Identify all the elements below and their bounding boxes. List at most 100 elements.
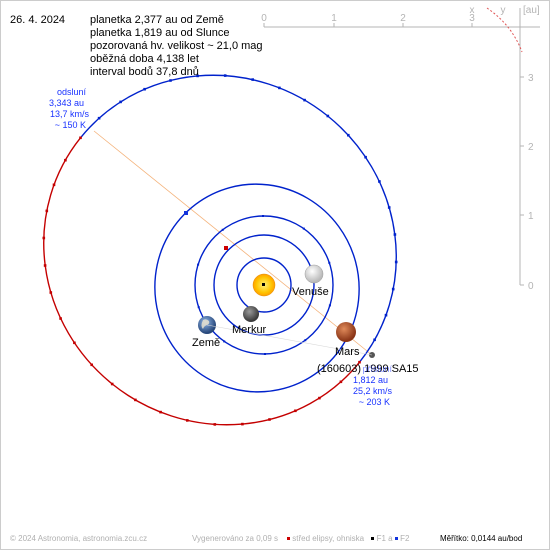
axes	[263, 8, 540, 286]
x-tick-label-2: 2	[400, 13, 406, 24]
orbit-point-marker	[303, 98, 306, 102]
orbit-points	[42, 74, 398, 426]
asteroid-orbit-front	[43, 137, 361, 426]
legend-f1-marker-icon	[371, 537, 375, 541]
legend-f1-label: F1	[376, 534, 386, 543]
orbit-point-marker	[223, 74, 227, 77]
sun-center-marker	[262, 283, 265, 286]
legend-a-label: a	[388, 534, 393, 543]
earth-orbit-point-marker	[302, 227, 305, 230]
y-axis-letter: y	[501, 5, 506, 16]
orbit-point-marker	[251, 78, 254, 81]
orbit-point-marker	[52, 183, 56, 187]
orbit-point-marker	[318, 396, 321, 400]
earth-land-shape	[201, 319, 210, 329]
footer-scale: Měřítko: 0,0144 au/bod	[440, 534, 523, 543]
orbit-point-marker	[326, 114, 330, 118]
earth-orbit-point-marker	[328, 261, 331, 264]
earth-orbit-point-marker	[328, 304, 331, 307]
orbit-point-marker	[159, 410, 162, 414]
mars-orbit	[154, 183, 360, 393]
earth-orbit-point-marker	[197, 306, 200, 309]
orbit-point-marker	[186, 419, 189, 422]
mercury-icon	[243, 306, 259, 322]
orbit-point-marker	[394, 260, 398, 264]
earth-orbit-point-marker	[264, 353, 266, 355]
info-line-interval: interval bodů 37,8 dnů	[90, 66, 199, 78]
info-line-earth-distance: planetka 2,377 au od Země	[90, 14, 224, 26]
info-line-period: oběžná doba 4,138 let	[90, 53, 199, 65]
footer-copyright[interactable]: © 2024 Astronomia, astronomia.zcu.cz	[10, 534, 148, 543]
info-panel: planetka 2,377 au od Země planetka 1,819…	[90, 14, 263, 79]
earth-orbit-point-marker	[223, 340, 226, 343]
orbit-point-marker	[90, 363, 93, 367]
footer-legend: střed elipsy, ohniska F1 a F2	[287, 534, 409, 543]
ellipse-center-marker	[224, 246, 228, 250]
perihelion-speed: 25,2 km/s	[353, 386, 393, 396]
orbit-point-marker	[64, 158, 67, 162]
orbit-point-marker	[373, 338, 376, 342]
footer-generated: Vygenerováno za 0,09 s	[192, 534, 278, 543]
x-axis-letter: x	[470, 5, 475, 16]
axis-labels: 0 1 2 3 x y [au] 3 2 1 0	[261, 5, 540, 292]
orbit-point-marker	[378, 180, 381, 183]
mars-label: Mars	[335, 346, 360, 358]
x-tick-label-1: 1	[331, 13, 337, 24]
orbit-point-marker	[43, 264, 47, 267]
orbit-point-marker	[213, 423, 217, 426]
orbit-point-marker	[384, 313, 388, 317]
orbit-point-marker	[73, 341, 76, 345]
legend-f2-label: F2	[400, 534, 410, 543]
orbit-point-marker	[391, 287, 395, 291]
aphelion-title: odsluní	[57, 87, 87, 97]
orbit-point-marker	[387, 206, 391, 209]
orbit-point-marker	[347, 133, 350, 137]
orbit-point-marker	[169, 79, 172, 82]
perihelion-distance: 1,812 au	[353, 375, 388, 385]
orbit-point-marker	[134, 398, 137, 402]
x-tick-label-0: 0	[261, 13, 267, 24]
aphelion-temperature: ~ 150 K	[55, 120, 86, 130]
y-tick-label-3: 3	[528, 73, 534, 84]
orbit-point-marker	[143, 87, 146, 91]
apsides-line	[93, 130, 373, 356]
y-tick-label-2: 2	[528, 142, 534, 153]
y-tick-label-0: 0	[528, 281, 534, 292]
legend-center-label: střed elipsy, ohniska	[292, 534, 365, 543]
orbit-point-marker	[119, 100, 122, 104]
date-label: 26. 4. 2024	[10, 14, 66, 26]
orbit-point-marker	[196, 74, 199, 78]
orbit-point-marker	[110, 382, 114, 386]
perihelion-temperature: ~ 203 K	[359, 397, 390, 407]
outer-orbit-arc	[486, 7, 523, 53]
orbit-point-marker	[59, 317, 62, 320]
orbit-point-marker	[294, 409, 297, 413]
earth-orbit-point-marker	[304, 339, 307, 342]
orbit-point-marker	[49, 291, 53, 294]
orbit-point-marker	[97, 116, 101, 120]
earth-orbit-point-marker	[221, 228, 224, 231]
orbit-point-marker	[393, 233, 397, 236]
earth-label: Země	[192, 337, 220, 349]
orbit-point-marker	[268, 418, 271, 421]
mercury-label: Merkur	[232, 324, 267, 336]
orbit-point-marker	[364, 155, 367, 159]
info-line-sun-distance: planetka 1,819 au od Slunce	[90, 27, 230, 39]
legend-center-marker-icon	[287, 537, 290, 541]
earth-orbit-point-marker	[262, 215, 264, 217]
orbit-point-marker	[42, 236, 46, 240]
mercury-orbit	[236, 257, 292, 313]
venus-orbit	[213, 234, 315, 336]
axis-unit: [au]	[523, 5, 540, 16]
aphelion-distance: 3,343 au	[49, 98, 84, 108]
orbit-point-marker	[358, 360, 361, 364]
earth-asteroid-line	[206, 324, 373, 356]
legend-f2-marker-icon	[394, 537, 398, 541]
venus-label: Venuše	[292, 286, 329, 298]
orbit-point-marker	[79, 136, 82, 140]
asteroid-label: (160603) 1999 SA15	[317, 363, 419, 375]
orbit-point-marker	[45, 209, 49, 213]
orbit-point-marker	[339, 380, 343, 384]
venus-icon	[304, 264, 324, 284]
